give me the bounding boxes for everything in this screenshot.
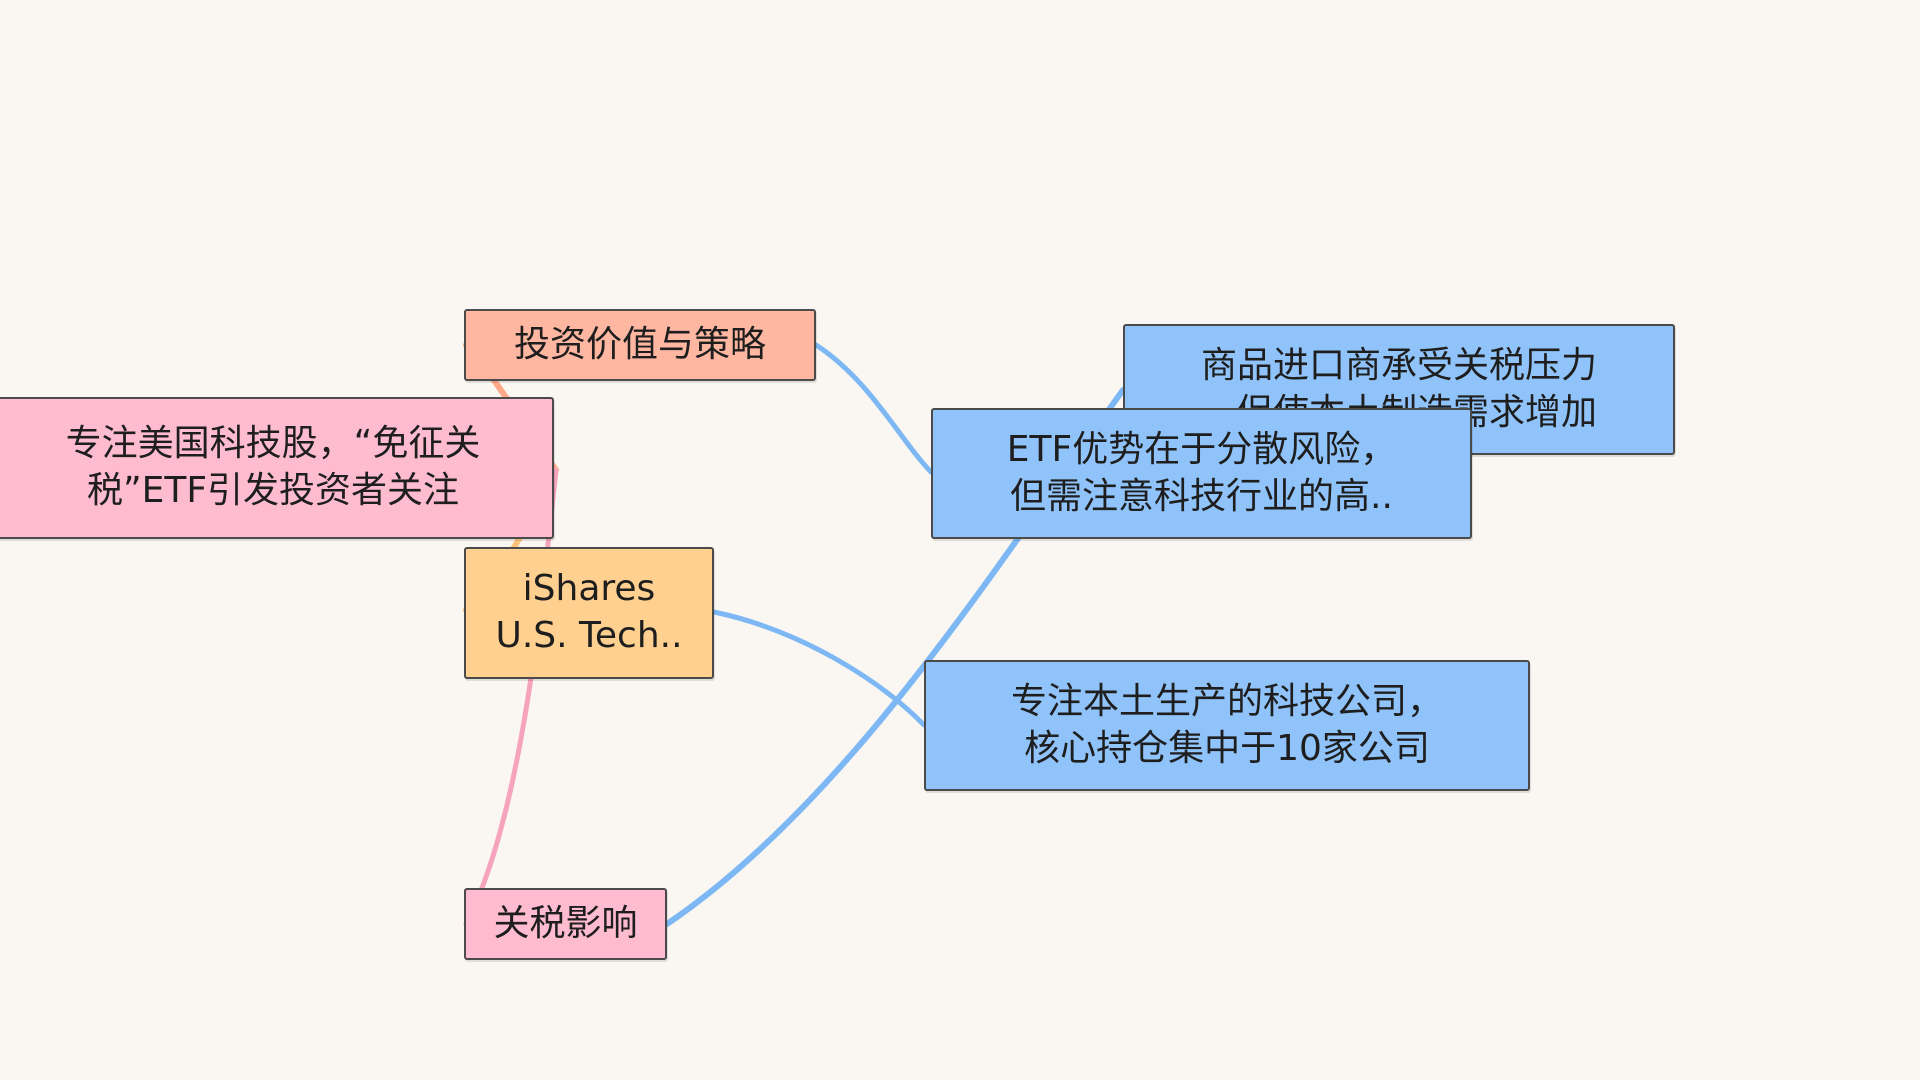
connector-strategy-etf-adv	[813, 342, 934, 475]
leaf-label-etf-advantage: ETF优势在于分散风险， 但需注意科技行业的高..	[1006, 428, 1397, 517]
root-topic-node[interactable]: 专注美国科技股，“免征关 税”ETF引发投资者关注	[0, 397, 554, 539]
branch-label-ishares: iShares U.S. Tech..	[495, 568, 683, 656]
branch-node-ishares[interactable]: iShares U.S. Tech..	[464, 547, 714, 679]
branch-label-strategy: 投资价值与策略	[513, 323, 766, 365]
root-topic-label: 专注美国科技股，“免征关 税”ETF引发投资者关注	[65, 423, 481, 511]
leaf-label-domestic-focus: 专注本土生产的科技公司， 核心持仓集中于10家公司	[1010, 680, 1443, 769]
branch-label-tariff: 关税影响	[493, 902, 638, 944]
leaf-node-domestic-focus[interactable]: 专注本土生产的科技公司， 核心持仓集中于10家公司	[924, 660, 1530, 791]
leaf-node-etf-advantage[interactable]: ETF优势在于分散风险， 但需注意科技行业的高..	[931, 408, 1472, 539]
branch-node-tariff[interactable]: 关税影响	[464, 888, 667, 960]
connector-ishares-focus	[711, 609, 927, 728]
leaf-node-importers[interactable]: 商品进口商承受关税压力 ，促使本土制造需求增加	[1123, 324, 1675, 455]
branch-node-strategy[interactable]: 投资价值与策略	[464, 309, 816, 381]
